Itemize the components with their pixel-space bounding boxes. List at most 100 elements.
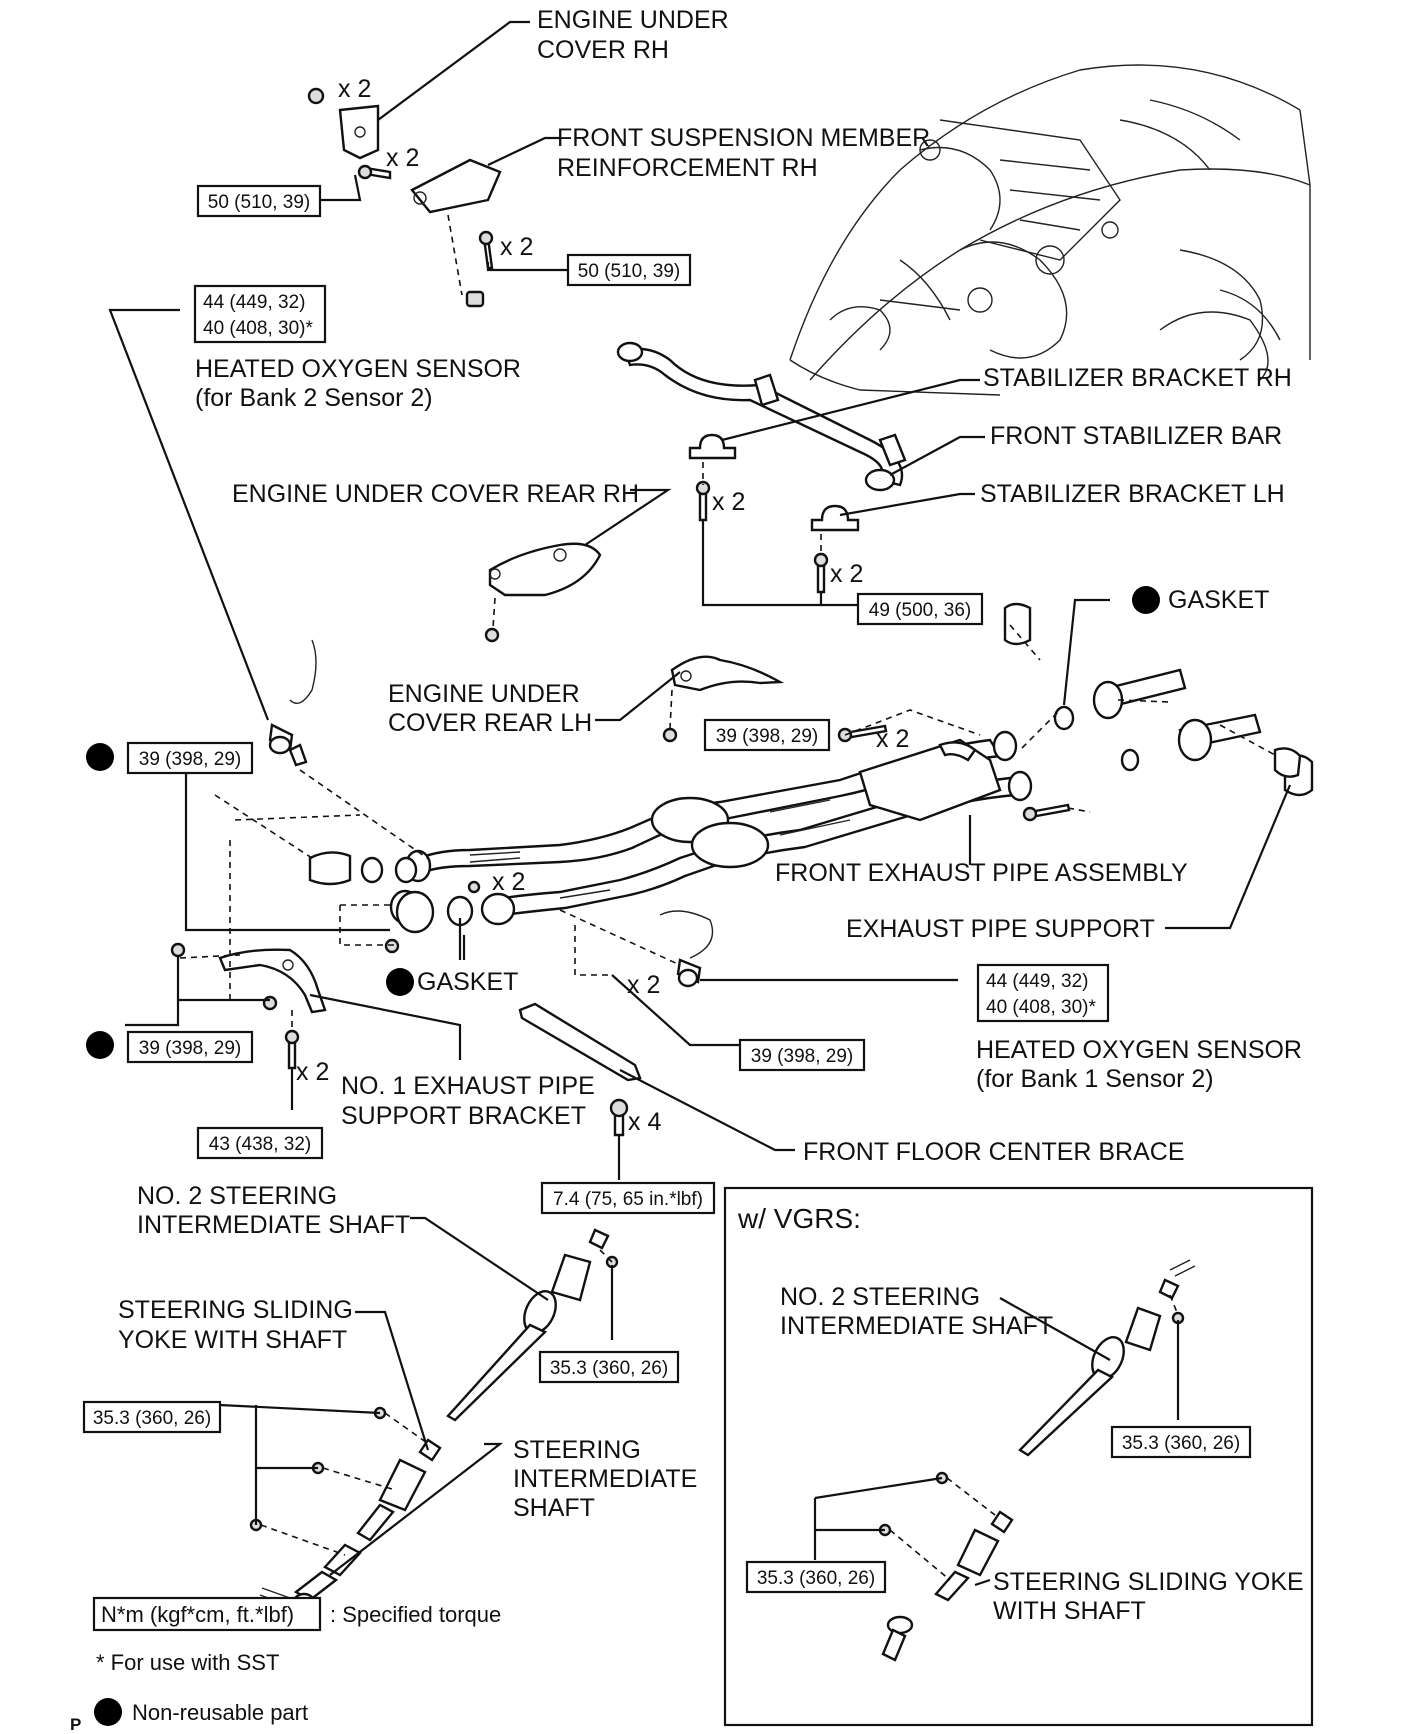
engine-under-cover-rear-lh-part <box>662 655 785 743</box>
torque-t14-text: 35.3 (360, 26) <box>1122 1433 1240 1454</box>
label-heated-o2-bank2-2: (for Bank 2 Sensor 2) <box>195 384 433 412</box>
torque-box-t1: 50 (510, 39) <box>196 184 322 218</box>
label-heated-o2-bank1-2: (for Bank 1 Sensor 2) <box>976 1065 1214 1093</box>
torque-t15-text: 35.3 (360, 26) <box>757 1568 875 1589</box>
label-steering-sliding-yoke-2: YOKE WITH SHAFT <box>118 1326 347 1354</box>
label-heated-o2-bank1-1: HEATED OXYGEN SENSOR <box>976 1036 1302 1064</box>
label-gasket-top: GASKET <box>1168 586 1269 614</box>
nonreusable-mark-1 <box>86 743 114 771</box>
torque-t8-line1: 44 (449, 32) <box>986 971 1088 992</box>
torque-t3-line1: 44 (449, 32) <box>203 292 305 313</box>
heated-oxygen-sensor-bank1-part <box>659 910 714 988</box>
vgrs-dashes <box>889 1294 1179 1581</box>
label-vgrs-no2-shaft-1: NO. 2 STEERING <box>780 1283 980 1311</box>
multiplier-7: x 2 <box>492 868 525 896</box>
torque-t4-text: 49 (500, 36) <box>869 600 971 621</box>
vehicle-engine-bay-sketch <box>789 64 1311 396</box>
corner-mark: P <box>70 1715 81 1734</box>
vgrs-shaft-stub <box>1169 1259 1196 1277</box>
leader-exhaust-pipe-support <box>1165 784 1292 930</box>
torque-box-t10: 43 (438, 32) <box>196 1126 324 1160</box>
label-steering-int-shaft-3: SHAFT <box>513 1494 595 1522</box>
front-stabilizer-bar-part <box>616 341 907 492</box>
legend-torque-box-text: N*m (kgf*cm, ft.*lbf) <box>101 1602 294 1627</box>
label-no1-exhaust-support-2: SUPPORT BRACKET <box>341 1102 586 1130</box>
no2-steering-intermediate-shaft-part <box>446 1228 619 1422</box>
exhaust-dashes <box>214 624 1276 976</box>
label-engine-under-cover-rh-1: ENGINE UNDER <box>537 6 729 34</box>
torque-box-t13: 35.3 (360, 26) <box>82 1400 222 1434</box>
multiplier-6: x 2 <box>876 725 909 753</box>
label-front-floor-center-brace: FRONT FLOOR CENTER BRACE <box>803 1138 1185 1166</box>
front-floor-center-brace-part <box>518 1002 642 1137</box>
label-vgrs-title: w/ VGRS: <box>737 1203 861 1234</box>
label-steering-int-shaft-2: INTERMEDIATE <box>513 1465 697 1493</box>
label-exhaust-pipe-support: EXHAUST PIPE SUPPORT <box>846 915 1155 943</box>
rear-pipe-section <box>1003 602 1314 797</box>
label-front-exhaust-pipe-assembly: FRONT EXHAUST PIPE ASSEMBLY <box>775 859 1188 887</box>
legend-torque: N*m (kgf*cm, ft.*lbf) : Specified torque <box>92 1596 501 1632</box>
legend-sst-note: * For use with SST <box>96 1650 279 1675</box>
label-no2-steering-shaft-2: INTERMEDIATE SHAFT <box>137 1211 410 1239</box>
steering-sliding-yoke-part <box>356 1438 442 1542</box>
leaders-top <box>320 20 568 272</box>
label-no2-steering-shaft-1: NO. 2 STEERING <box>137 1182 337 1210</box>
multiplier-1: x 2 <box>338 75 371 103</box>
label-vgrs-no2-shaft-2: INTERMEDIATE SHAFT <box>780 1312 1053 1340</box>
heated-oxygen-sensor-bank2-part <box>268 639 317 767</box>
label-engine-under-cover-rear-lh-1: ENGINE UNDER <box>388 680 580 708</box>
label-front-susp-member-1: FRONT SUSPENSION MEMBER <box>557 124 930 152</box>
label-engine-under-cover-rear-rh: ENGINE UNDER COVER REAR RH <box>232 480 639 508</box>
torque-box-t2: 50 (510, 39) <box>566 253 692 287</box>
multiplier-8: x 2 <box>627 971 660 999</box>
label-steering-sliding-yoke-1: STEERING SLIDING <box>118 1296 353 1324</box>
label-steering-int-shaft-1: STEERING <box>513 1436 641 1464</box>
label-stabilizer-bracket-lh: STABILIZER BRACKET LH <box>980 480 1285 508</box>
multiplier-5: x 2 <box>830 560 863 588</box>
torque-box-t14: 35.3 (360, 26) <box>1110 1425 1252 1459</box>
torque-box-t6: 39 (398, 29) <box>703 718 831 752</box>
torque-box-t15: 35.3 (360, 26) <box>745 1560 887 1594</box>
torque-t6-text: 39 (398, 29) <box>716 726 818 747</box>
torque-box-t3: 44 (449, 32) 40 (408, 30)* <box>193 284 327 344</box>
label-gasket-mid: GASKET <box>417 968 518 996</box>
multiplier-2: x 2 <box>386 144 419 172</box>
torque-box-t4: 49 (500, 36) <box>856 592 984 626</box>
nonreusable-mark-2 <box>86 1031 114 1059</box>
label-vgrs-sliding-yoke-2: WITH SHAFT <box>993 1597 1146 1625</box>
vgrs-leaders <box>813 1297 1180 1587</box>
stabilizer-bracket-lh-part <box>810 504 860 532</box>
stabilizer-bolts <box>695 480 829 594</box>
nonreusable-mark-gasket-top <box>1132 586 1160 614</box>
no1-exhaust-pipe-support-bracket-part <box>170 890 435 1070</box>
multiplier-3: x 2 <box>500 233 533 261</box>
torque-box-t8: 44 (449, 32) 40 (408, 30)* <box>976 963 1110 1023</box>
torque-box-t7: 39 (398, 29) <box>126 1030 254 1064</box>
torque-t13-text: 35.3 (360, 26) <box>93 1408 211 1429</box>
label-heated-o2-bank2-1: HEATED OXYGEN SENSOR <box>195 355 521 383</box>
torque-t12-text: 35.3 (360, 26) <box>550 1358 668 1379</box>
legend-torque-text: : Specified torque <box>330 1602 501 1627</box>
torque-t1-text: 50 (510, 39) <box>208 192 310 213</box>
exhaust-pipe-support-part <box>1273 747 1302 778</box>
torque-box-t5: 39 (398, 29) <box>126 741 254 775</box>
multiplier-10: x 4 <box>628 1108 661 1136</box>
torque-box-t12: 35.3 (360, 26) <box>538 1350 680 1384</box>
leaders-steering-main <box>219 1216 614 1576</box>
label-engine-under-cover-rear-lh-2: COVER REAR LH <box>388 709 592 737</box>
leaders-stabilizer <box>701 378 985 607</box>
label-stabilizer-bracket-rh: STABILIZER BRACKET RH <box>983 364 1292 392</box>
torque-t11-text: 7.4 (75, 65 in.*lbf) <box>553 1189 703 1210</box>
torque-t8-line2: 40 (408, 30)* <box>986 997 1096 1018</box>
bracket-dashes <box>179 840 395 1030</box>
torque-t2-text: 50 (510, 39) <box>578 261 680 282</box>
torque-t5-text: 39 (398, 29) <box>139 749 241 770</box>
front-exhaust-pipe-assembly-part <box>404 730 1033 926</box>
label-no1-exhaust-support-1: NO. 1 EXHAUST PIPE <box>341 1072 595 1100</box>
engine-under-cover-rear-rh-part <box>484 542 602 643</box>
torque-box-t9: 39 (398, 29) <box>738 1038 866 1072</box>
leaders-gasket-top <box>1062 598 1110 706</box>
front-susp-member-reinf-rh-part <box>357 158 502 308</box>
torque-t10-text: 43 (438, 32) <box>209 1134 311 1155</box>
